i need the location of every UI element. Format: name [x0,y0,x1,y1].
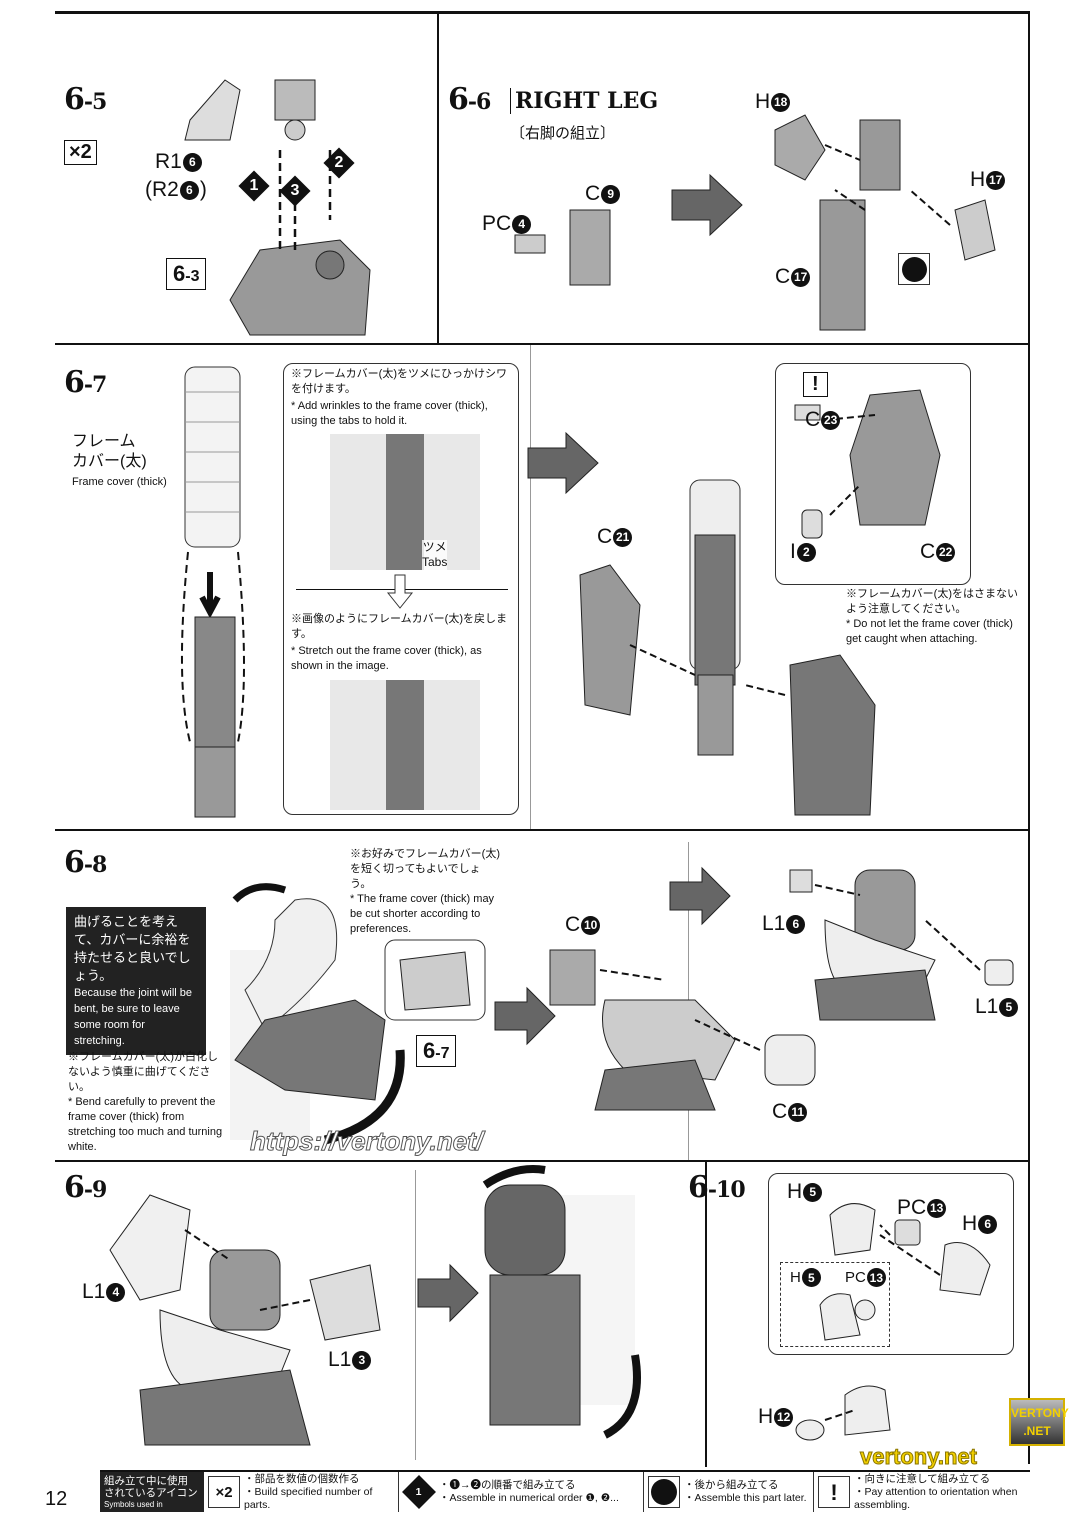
detail-inset [780,1262,890,1347]
legend-item-orientation: !・向きに注意して組み立てる・Pay attention to orientat… [814,1472,1030,1512]
frame-cover-label: フレームカバー(太)Frame cover (thick) [72,433,167,488]
tip1-en: * Add wrinkles to the frame cover (thick… [291,400,488,427]
divider [415,1170,416,1460]
step-6-7-illustration-a [181,366,245,818]
next-arrow [671,173,743,237]
divider [55,829,1030,831]
divider [55,1160,1030,1162]
step-6-6-subtitle: 〔右脚の組立〕 [510,125,616,142]
step-6-5-number: 6-5 [64,82,107,117]
stretch-tip-box: 曲げることを考えて、カバーに余裕を持たせると良いでしょう。Because the… [66,907,206,1055]
caution-note: ※フレームカバー(太)をはさまないよう注意してください。* Do not let… [846,588,1018,645]
divider [1028,14,1030,1464]
step-6-9-illustration-b [482,1165,641,1439]
step-6-6-number: 6-6 [448,82,491,117]
divider [530,345,531,829]
order-diamond-icon: 1 [402,1475,436,1509]
divider [437,14,439,344]
order-marker-3: 3 [279,175,311,207]
legend-item-count: ×2・部品を数値の個数作る・Build specified number of … [204,1472,399,1512]
watermark-url: https://vertony.net/ [249,1126,484,1157]
step-6-9-illustration [109,1194,381,1446]
page-number: 12 [45,1488,68,1510]
next-arrow [527,431,599,495]
tip2-jp: ※画像のようにフレームカバー(太)を戻します。 [291,613,507,640]
step-6-6-illustration-a [514,209,611,286]
step-6-8-illustration [230,883,486,1145]
watermark-footer: vertony.net [860,1444,978,1469]
step-6-6-illustration-b [774,114,996,331]
legend-item-later: ・後から組み立てる・Assemble this part later. [644,1472,814,1512]
order-marker-1: 1 [238,170,270,202]
photo-stretched-cover [330,680,480,810]
down-arrow-icon [386,574,414,609]
legend-item-order: 1・❶→❷の順番で組み立てる・Assemble in numerical ord… [399,1472,644,1512]
next-arrow [494,986,556,1046]
next-arrow [417,1263,479,1323]
order-marker-2: 2 [323,147,355,179]
cut-note: ※お好みでフレームカバー(太)を短く切ってもよいでしょう。* The frame… [350,847,500,937]
caution-icon: ! [818,1476,850,1508]
step-6-9-number: 6-9 [64,1170,107,1205]
step-6-8-illustration-c [789,869,1014,1021]
step-6-10-illustration [795,1203,991,1441]
callout-box [775,363,971,585]
step-6-5-illustration [184,79,371,336]
vertony-badge-logo: VERTONY.NET [1009,1398,1069,1446]
divider [55,343,1030,345]
reference-step-6-3: 6-3 [166,258,207,290]
photo-wrinkled-cover [330,434,480,570]
tip-box [283,363,519,815]
caution-icon: ! [803,372,828,397]
step-6-8-number: 6-8 [64,845,107,880]
bend-note: ※フレームカバー(太)が白化しないよう慎重に曲げてください。* Bend car… [68,1051,223,1153]
step-6-6-title: RIGHT LEG [510,88,658,114]
step-6-8-illustration-b [549,949,816,1111]
reference-step-6-7: 6-7 [416,1035,457,1067]
divider [705,1162,707,1467]
step-6-10-number: 6-10 [688,1170,746,1205]
callout-box [768,1173,1014,1355]
step-6-7-illustration-b [579,389,941,816]
assemble-later-icon [648,1476,680,1508]
count-x2-icon: ×2 [208,1476,240,1508]
step-6-7-number: 6-7 [64,365,107,400]
next-arrow [669,866,731,926]
tip1-jp: ※フレームカバー(太)をツメにひっかけシワを付けます。 [291,368,507,395]
count-x2-icon: ×2 [64,140,97,165]
tip2-en: * Stretch out the frame cover (thick), a… [291,645,482,672]
assemble-later-icon [898,253,930,285]
top-rule [55,11,1030,14]
